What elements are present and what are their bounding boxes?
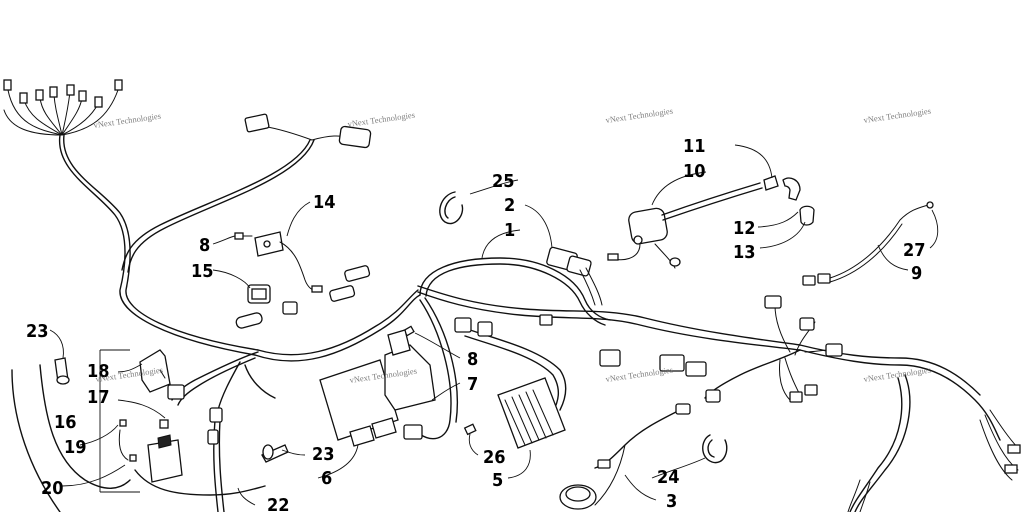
callout-19: 19: [64, 437, 87, 458]
clamp-24: [702, 434, 728, 464]
callout-8-center: 8: [467, 349, 478, 370]
right-lower-fanout: [847, 409, 1021, 512]
bracket-connectors: [403, 424, 423, 440]
watermark: vNext Technologies: [605, 106, 674, 125]
switch-3: [559, 403, 691, 510]
relay-box-18: [139, 349, 171, 393]
ignition-coil: [607, 182, 763, 269]
watermark: vNext Technologies: [605, 365, 674, 384]
right-connector-cluster: [659, 295, 843, 403]
callout-20: 20: [41, 478, 64, 499]
sensor-wire-9: [802, 201, 934, 286]
callout-1: 1: [504, 220, 515, 241]
leader-lines: [49, 144, 939, 506]
callout-labels: 1 2 3 5 6 7 8 8 9 10 11 12 13 14 15 16 1…: [26, 136, 926, 512]
top-center-connector: [244, 113, 372, 149]
bolt-upper: [234, 232, 253, 240]
callout-11: 11: [683, 136, 706, 157]
boot-13: [799, 205, 815, 226]
watermark: vNext Technologies: [863, 365, 932, 384]
regulator-5: [497, 349, 621, 449]
sensor-23-lower: [261, 444, 289, 463]
callout-23-upper: 23: [26, 321, 49, 342]
callout-2: 2: [504, 195, 515, 216]
watermark: vNext Technologies: [347, 110, 416, 129]
spark-plug-cap: [763, 175, 801, 201]
callout-7: 7: [467, 374, 478, 395]
callout-18: 18: [87, 361, 110, 382]
callout-6: 6: [321, 468, 332, 489]
clamp-ring-25: [439, 191, 464, 225]
connector-2: [546, 246, 603, 306]
callout-25: 25: [492, 171, 515, 192]
callout-9: 9: [911, 263, 922, 284]
relay-assembly-16: [99, 349, 185, 493]
callout-17: 17: [87, 387, 110, 408]
callout-15: 15: [191, 261, 214, 282]
callout-13: 13: [733, 242, 756, 263]
callout-5: 5: [492, 470, 503, 491]
callout-23-lower: 23: [312, 444, 335, 465]
callout-8-upper: 8: [199, 235, 210, 256]
callout-26: 26: [483, 447, 506, 468]
watermark: vNext Technologies: [93, 111, 162, 130]
main-wire-harness: [3, 79, 1021, 512]
upper-left-fanout: [3, 79, 123, 136]
callout-24: 24: [657, 467, 680, 488]
callout-3: 3: [666, 491, 677, 512]
ecu-module-6: [319, 359, 399, 447]
sensor-23-upper: [54, 357, 70, 385]
connector-15: [247, 284, 298, 315]
screw-26: [463, 423, 477, 436]
callout-10: 10: [683, 161, 706, 182]
callout-12: 12: [733, 218, 756, 239]
callout-27: 27: [903, 240, 926, 261]
center-plugs: [235, 265, 553, 337]
mounting-bracket-7: [384, 329, 436, 411]
connector-22: [207, 407, 223, 445]
callout-16: 16: [54, 412, 77, 433]
sensor-bracket: [254, 231, 323, 293]
callout-22: 22: [267, 495, 290, 512]
callout-14: 14: [313, 192, 336, 213]
watermark: vNext Technologies: [863, 106, 932, 125]
